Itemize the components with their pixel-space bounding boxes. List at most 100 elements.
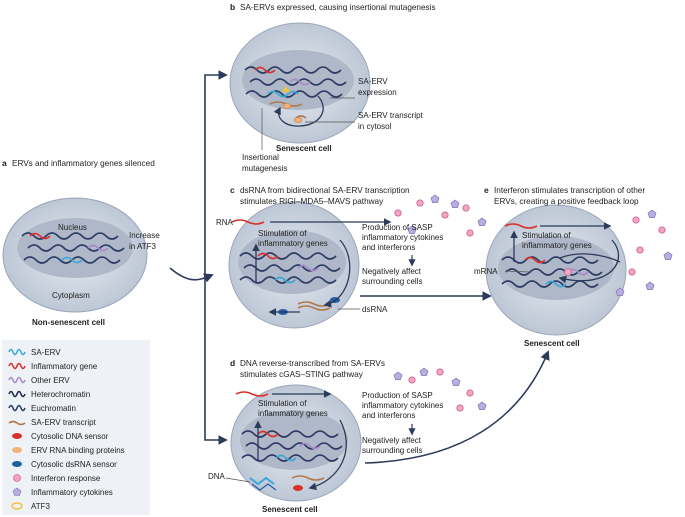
legend-item-label: Inflammatory gene [31,361,98,371]
interferon-response-icon [462,204,470,212]
panel-e-caption-2: ERVs, creating a positive feedback loop [494,197,639,206]
interferon-response-icon [456,404,464,412]
panel-b-transcript-2: in cytosol [358,122,392,131]
legend-item: Inflammatory gene [8,360,97,372]
legend-item-label: Interferon response [31,473,101,483]
panel-d-caption-1: DNA reverse-transcribed from SA-ERVs [240,359,385,368]
panel-d-caption-2: stimulates cGAS–STING pathway [240,370,364,379]
interferon-response-icon [632,216,640,224]
rna-strand [231,219,265,225]
panel-a-cytoplasm-label: Cytoplasm [52,291,90,300]
cell-b [229,22,371,150]
panel-e-mrna-label: mRNA [474,267,498,276]
panel-c-caption-1: dsRNA from bidirectional SA-ERV transcri… [240,186,410,195]
legend-item: Interferon response [8,472,100,484]
legend-item: ERV RNA binding proteins [8,444,125,456]
panel-a-cell-label: Non-senescent cell [32,318,105,327]
interferon-response-icon [628,268,636,276]
legend-item-label: SA-ERV [31,347,61,357]
legend-item-label: Heterochromatin [31,389,91,399]
legend-item-label: Euchromatin [31,403,76,413]
panel-d-sasp-1: Production of SASP [362,391,433,400]
legend-item-label: ATF3 [31,501,50,511]
panel-a-arrow-label-1: Increase [129,231,160,240]
secreted-molecules [393,194,673,412]
heterochromatin-icon [8,389,26,399]
inflammatory-cytokines-icon [419,367,429,376]
sa-erv [61,256,83,264]
arrow-d-to-e [364,350,550,464]
panel-c-sasp-3: and interferons [362,243,415,252]
legend-item-label: Other ERV [31,375,70,385]
panel-d-neg-2: surrounding cells [362,446,422,455]
panel-d-neg-1: Negatively affect [362,436,422,445]
legend-item: Other ERV [8,374,70,386]
inflammatory-cytokines-icon [477,217,487,226]
interferon-response-icon [466,229,474,237]
panel-d-dna-label: DNA [208,472,226,481]
legend-item: Cytosolic dsRNA sensor [8,458,117,470]
interferon-response-icon [408,376,416,384]
arrow-a-to-c [169,267,214,283]
inflammatory-cytokines-icon [407,225,417,234]
panel-c-neg-1: Negatively affect [362,267,422,276]
sa-erv-transcript-icon [8,417,26,427]
euchromatin-icon [8,403,26,413]
cell-d [225,384,416,502]
cell-non-senescent [2,197,148,313]
panel-b-mutagenesis-1: Insertional [242,153,279,162]
panel-a-nucleus-label: Nucleus [58,223,87,232]
panel-c-stim-2: inflammatory genes [258,239,328,248]
panel-e-cell-label: Senescent cell [524,339,580,348]
inflammatory-gene [29,232,51,240]
inflammatory-cytokines-icon [615,287,625,296]
legend-item: Heterochromatin [8,388,90,400]
interferon-response-icon [441,211,449,219]
legend-item-label: Cytosolic dsRNA sensor [31,459,117,469]
panel-c-stim-1: Stimulation of [258,229,307,238]
panel-e-caption-1: Interferon stimulates transcription of o… [494,186,645,195]
panel-d-sasp-2: inflammatory cytokines [362,401,443,410]
legend-item-label: Inflammatory cytokines [31,487,113,497]
panel-c-caption-2: stimulates RIGI–MDA5–MAVS pathway [240,197,384,206]
panel-d-sasp-3: and interferons [362,411,415,420]
legend-item-label: ERV RNA binding proteins [31,445,125,455]
panel-c-sasp-1: Production of SASP [362,223,433,232]
inflammatory-cytokines-icon [647,209,657,218]
panel-b-cell-label: Senescent cell [276,144,332,153]
inflammatory-cytokines-icon [450,199,460,208]
inflammatory-gene-icon [8,361,26,371]
inflammatory-cytokines-icon [477,401,487,410]
interferon-response-icon [636,246,644,254]
erv-rna-binding-proteins-icon [8,445,26,455]
interferon-response-icon [416,199,424,207]
panel-e-stim-2: inflammatory genes [522,241,592,250]
panel-a-letter: a [2,158,7,168]
cytosolic-dsrna-sensor-icon [8,459,26,469]
panel-c-rna-label: RNA [216,218,234,227]
cell-e [485,204,627,336]
inflammatory-cytokines-icon [8,487,26,497]
panel-d-cell-label: Senescent cell [262,505,318,514]
legend-item-label: Cytosolic DNA sensor [31,431,109,441]
interferon-response-icon [394,209,402,217]
other-erv-icon [8,375,26,385]
panel-a-arrow-label-2: in ATF3 [129,242,157,251]
connector-arrows [169,70,550,464]
panel-b-caption: SA-ERVs expressed, causing insertional m… [240,3,436,12]
panel-b-transcript-1: SA-ERV transcript [358,111,424,120]
panel-e-stim-1: Stimulation of [522,231,571,240]
panel-a-caption: ERVs and inflammatory genes silenced [12,159,155,168]
panel-c-sasp-2: inflammatory cytokines [362,233,443,242]
legend-item: Euchromatin [8,402,76,414]
interferon-response-icon [658,226,666,234]
panel-d-stim-2: inflammatory genes [258,409,328,418]
legend-item: SA-ERV [8,346,61,358]
panel-d-stim-1: Stimulation of [258,399,307,408]
panel-b-letter: b [230,2,235,12]
inflammatory-cytokines-icon [645,281,655,290]
cytosolic-dna-sensor-icon [8,431,26,441]
panel-b-expression-2: expression [358,88,397,97]
